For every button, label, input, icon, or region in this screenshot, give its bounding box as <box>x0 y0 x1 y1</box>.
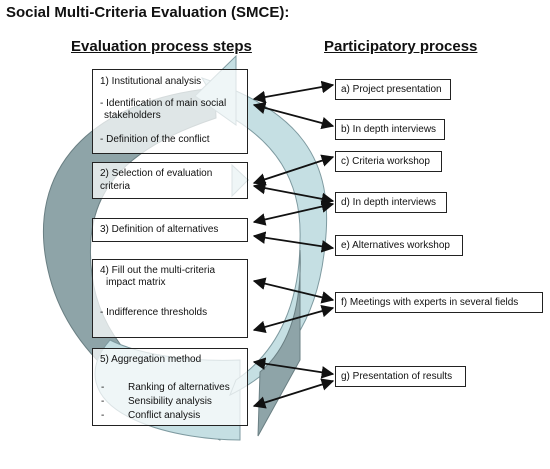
arrow-f-step4-top <box>252 277 335 304</box>
step-4-line-2: - Indifference thresholds <box>100 307 208 318</box>
step-2-line-1: criteria <box>100 181 131 192</box>
step-5-bullet-2: - <box>101 396 105 407</box>
step-5-box: 5) Aggregation method - - - Ranking of a… <box>92 348 248 426</box>
arrow-d-step2 <box>252 181 335 206</box>
arrow-b-step1 <box>252 101 335 130</box>
participatory-b: b) In depth interviews <box>335 119 445 140</box>
arrow-g-step5-bottom <box>252 378 335 409</box>
step-5-line-2: Sensibility analysis <box>128 396 212 407</box>
arrow-d-step3 <box>252 200 335 226</box>
participatory-d: d) In depth interviews <box>335 192 447 213</box>
step-4-heading: 4) Fill out the multi-criteria <box>100 265 216 276</box>
step-1-line-3: - Definition of the conflict <box>100 134 210 145</box>
step-1-line-1: - Identification of main social <box>100 98 227 109</box>
step-3-box: 3) Definition of alternatives <box>92 218 248 242</box>
arrow-f-step4-bottom <box>252 304 335 334</box>
step-3-heading: 3) Definition of alternatives <box>100 224 219 235</box>
step-4-box: 4) Fill out the multi-criteria impact ma… <box>92 259 248 338</box>
step-5-line-3: Conflict analysis <box>128 410 201 421</box>
step-2-box: 2) Selection of evaluation criteria <box>92 162 248 199</box>
participatory-f: f) Meetings with experts in several fiel… <box>335 292 543 313</box>
participatory-process-header: Participatory process <box>324 38 478 55</box>
participatory-e: e) Alternatives workshop <box>335 235 463 256</box>
page-title: Social Multi-Criteria Evaluation (SMCE): <box>6 4 290 21</box>
arrow-e-step3 <box>252 231 335 253</box>
evaluation-steps-header: Evaluation process steps <box>71 38 252 55</box>
cycle-dark-arc <box>43 87 227 441</box>
step-5-bullet-3: - <box>101 410 105 421</box>
arrow-a-step1 <box>252 80 335 104</box>
step-1-line-2: stakeholders <box>104 110 161 121</box>
step-1-box: 1) Institutional analysis - Identificati… <box>92 69 248 154</box>
step-1-heading: 1) Institutional analysis <box>100 76 202 87</box>
step-5-line-1: Ranking of alternatives <box>128 382 230 393</box>
arrow-g-step5-top <box>252 357 335 379</box>
step-4-line-1: impact matrix <box>106 277 166 288</box>
participatory-g: g) Presentation of results <box>335 366 466 387</box>
step-5-bullet-1: - <box>101 382 105 393</box>
step-2-heading: 2) Selection of evaluation <box>100 168 213 179</box>
participatory-a: a) Project presentation <box>335 79 451 100</box>
step-5-heading: 5) Aggregation method <box>100 354 202 365</box>
participatory-c: c) Criteria workshop <box>335 151 442 172</box>
arrow-c-step2 <box>252 154 335 186</box>
